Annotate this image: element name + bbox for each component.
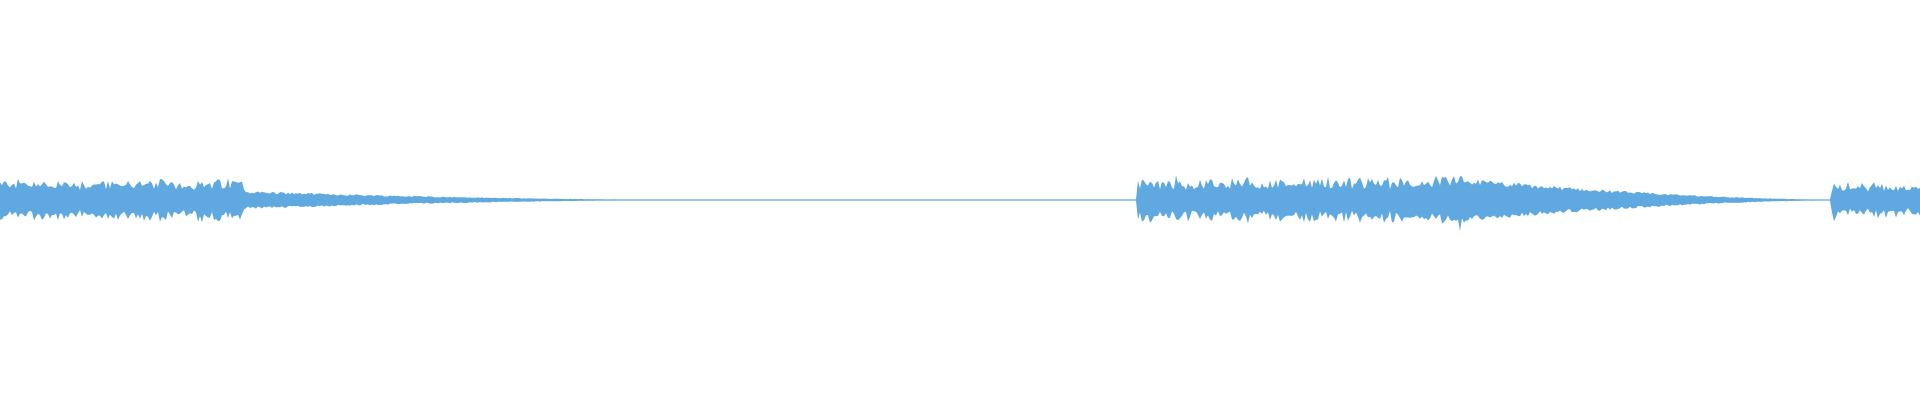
waveform-amplitude-path (0, 175, 1920, 232)
